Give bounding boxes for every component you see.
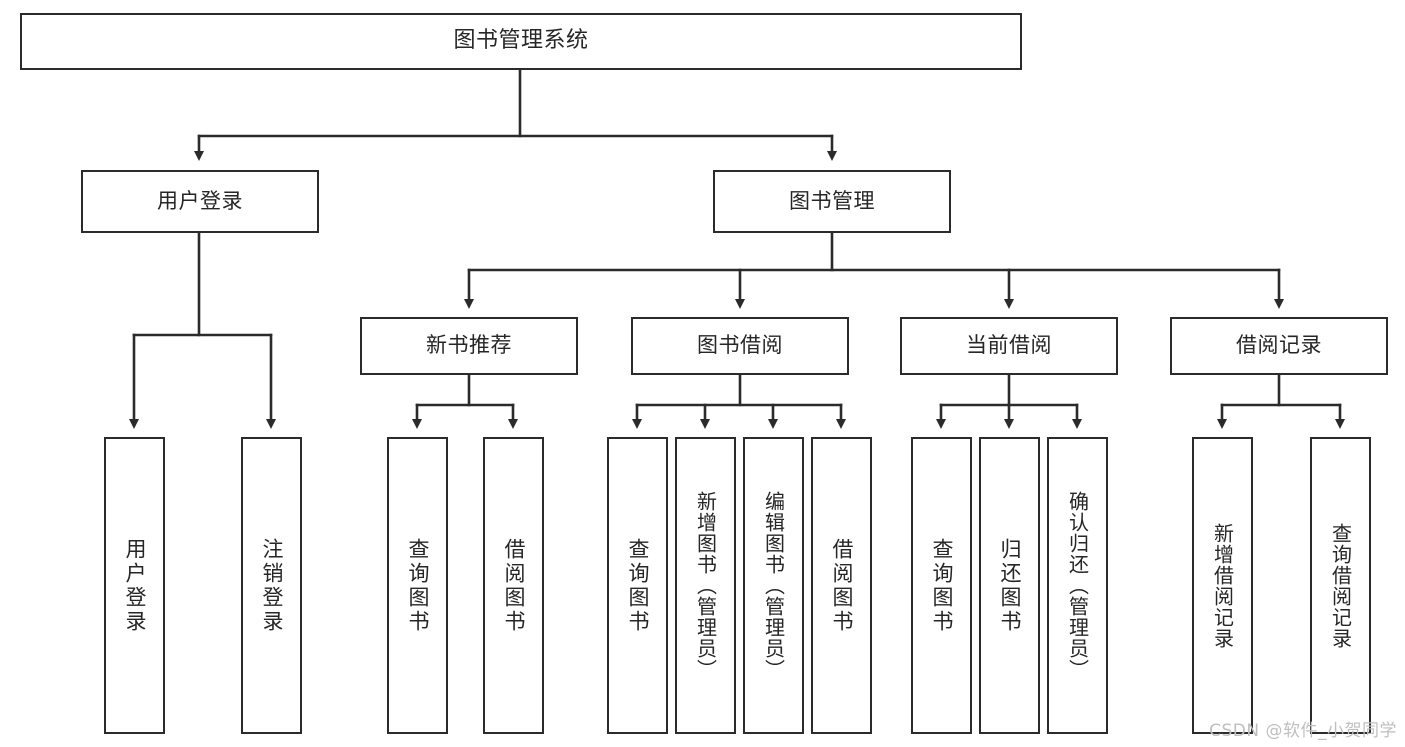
node-leaf-2[interactable]: 注销登录 (241, 437, 302, 734)
node-leaf-4[interactable]: 借阅图书 (483, 437, 544, 734)
node-root[interactable]: 图书管理系统 (20, 13, 1022, 70)
node-book-borrow[interactable]: 图书借阅 (631, 317, 849, 375)
node-book-manage[interactable]: 图书管理 (713, 170, 951, 233)
node-leaf-2-label: 注销登录 (260, 537, 284, 634)
node-leaf-9-label: 查询图书 (930, 537, 954, 634)
node-leaf-11[interactable]: 确认归还（管理员） (1047, 437, 1108, 734)
node-leaf-5-label: 查询图书 (626, 537, 650, 634)
node-current-borrow-label: 当前借阅 (966, 333, 1052, 358)
node-leaf-1-label: 用户登录 (123, 537, 147, 634)
node-leaf-7[interactable]: 编辑图书（管理员） (743, 437, 804, 734)
node-user-login-label: 用户登录 (157, 188, 243, 213)
node-current-borrow[interactable]: 当前借阅 (900, 317, 1118, 375)
node-leaf-3[interactable]: 查询图书 (387, 437, 448, 734)
node-user-login[interactable]: 用户登录 (81, 170, 319, 233)
node-new-book-rec[interactable]: 新书推荐 (360, 317, 578, 375)
node-borrow-record[interactable]: 借阅记录 (1170, 317, 1388, 375)
node-leaf-13[interactable]: 查询借阅记录 (1310, 437, 1371, 734)
node-leaf-5[interactable]: 查询图书 (607, 437, 668, 734)
node-book-borrow-label: 图书借阅 (697, 333, 783, 358)
node-leaf-10[interactable]: 归还图书 (979, 437, 1040, 734)
node-leaf-12[interactable]: 新增借阅记录 (1192, 437, 1253, 734)
node-new-book-rec-label: 新书推荐 (426, 333, 512, 358)
node-leaf-3-label: 查询图书 (406, 537, 430, 634)
node-leaf-1[interactable]: 用户登录 (104, 437, 165, 734)
node-leaf-10-label: 归还图书 (998, 537, 1022, 634)
node-root-label: 图书管理系统 (453, 28, 589, 54)
node-book-manage-label: 图书管理 (789, 188, 875, 213)
node-leaf-6[interactable]: 新增图书（管理员） (675, 437, 736, 734)
watermark-text: CSDN @软件_小贺同学 (1209, 721, 1397, 741)
node-leaf-12-label: 新增借阅记录 (1210, 522, 1235, 649)
node-leaf-8[interactable]: 借阅图书 (811, 437, 872, 734)
node-leaf-4-label: 借阅图书 (502, 537, 526, 634)
node-leaf-13-label: 查询借阅记录 (1328, 522, 1353, 649)
node-leaf-7-label: 编辑图书（管理员） (761, 491, 786, 680)
node-leaf-8-label: 借阅图书 (830, 537, 854, 634)
node-leaf-11-label: 确认归还（管理员） (1065, 491, 1090, 680)
node-leaf-9[interactable]: 查询图书 (911, 437, 972, 734)
node-borrow-record-label: 借阅记录 (1236, 333, 1322, 358)
node-leaf-6-label: 新增图书（管理员） (693, 491, 718, 680)
